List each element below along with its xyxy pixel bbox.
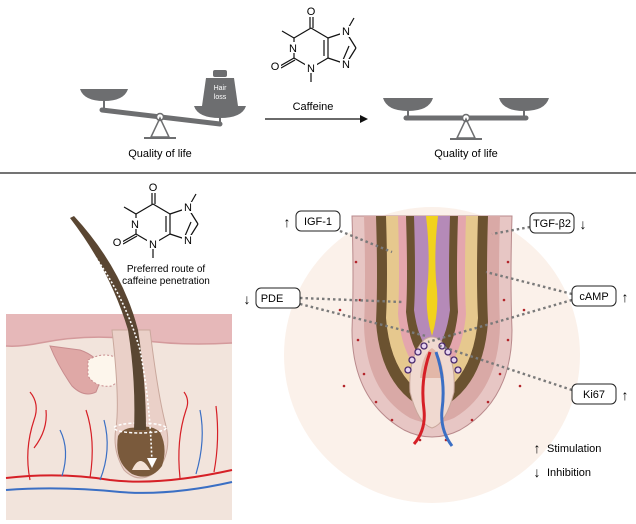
matrix-cells xyxy=(404,342,462,374)
caffeine-molecule-top: O N O N N N xyxy=(269,6,357,83)
pde-marker: ↓ PDE xyxy=(244,287,301,309)
tilted-balance-scale: Hair loss xyxy=(80,70,246,139)
legend: ↑ Stimulation ↓ Inhibition xyxy=(534,440,602,480)
right-scale-label: Quality of life xyxy=(434,148,498,160)
caffeine-arrow-label: Caffeine xyxy=(293,101,334,113)
tgfb2-marker: TGF-β2 ↓ xyxy=(529,212,587,234)
legend-inhibition-arrow: ↓ xyxy=(534,464,541,480)
follicle-zoom-circle xyxy=(284,207,580,503)
left-scale-label: Quality of life xyxy=(128,148,192,160)
atom-o-top-2: O xyxy=(271,61,280,73)
atom-n-bottom-1: N xyxy=(131,219,139,231)
penetration-label-line1: Preferred route of xyxy=(127,264,206,275)
atom-n-bottom-4: N xyxy=(184,235,192,247)
caffeine-molecule-bottom: O N O N N N xyxy=(111,182,199,259)
legend-stimulation-label: Stimulation xyxy=(547,443,601,455)
marker-connectors xyxy=(299,225,573,392)
pde-down-arrow: ↓ xyxy=(244,291,251,307)
atom-o-bottom-1: O xyxy=(149,182,158,194)
camp-up-arrow: ↑ xyxy=(622,289,629,305)
ki67-up-arrow: ↑ xyxy=(622,387,629,403)
pde-label: PDE xyxy=(261,293,284,305)
tgfb2-down-arrow: ↓ xyxy=(580,216,587,232)
skin-cross-section xyxy=(5,216,233,520)
tgfb2-label: TGF-β2 xyxy=(533,218,571,230)
atom-o-bottom-2: O xyxy=(113,237,122,249)
igf1-up-arrow: ↑ xyxy=(284,214,291,230)
igf1-marker: ↑ IGF-1 xyxy=(284,210,341,232)
atom-n-top-3: N xyxy=(342,26,350,38)
atom-n-bottom-3: N xyxy=(184,202,192,214)
weight-label-line1: Hair xyxy=(214,85,228,92)
legend-stimulation-arrow: ↑ xyxy=(534,440,541,456)
ki67-label: Ki67 xyxy=(583,389,605,401)
caffeine-arrow xyxy=(265,115,368,123)
camp-marker: cAMP ↑ xyxy=(571,285,629,307)
legend-inhibition-label: Inhibition xyxy=(547,467,591,479)
atom-n-top-1: N xyxy=(289,43,297,55)
hair-loss-weight: Hair loss xyxy=(202,70,238,106)
igf1-label: IGF-1 xyxy=(304,216,332,228)
ki67-marker: Ki67 ↑ xyxy=(571,383,629,405)
atom-o-top-1: O xyxy=(307,6,316,18)
penetration-label-line2: caffeine penetration xyxy=(122,276,210,287)
camp-label: cAMP xyxy=(579,291,608,303)
atom-n-top-4: N xyxy=(342,59,350,71)
atom-n-bottom-2: N xyxy=(149,239,157,251)
weight-label-line2: loss xyxy=(214,94,227,101)
balanced-balance-scale xyxy=(383,98,549,140)
atom-n-top-2: N xyxy=(307,63,315,75)
